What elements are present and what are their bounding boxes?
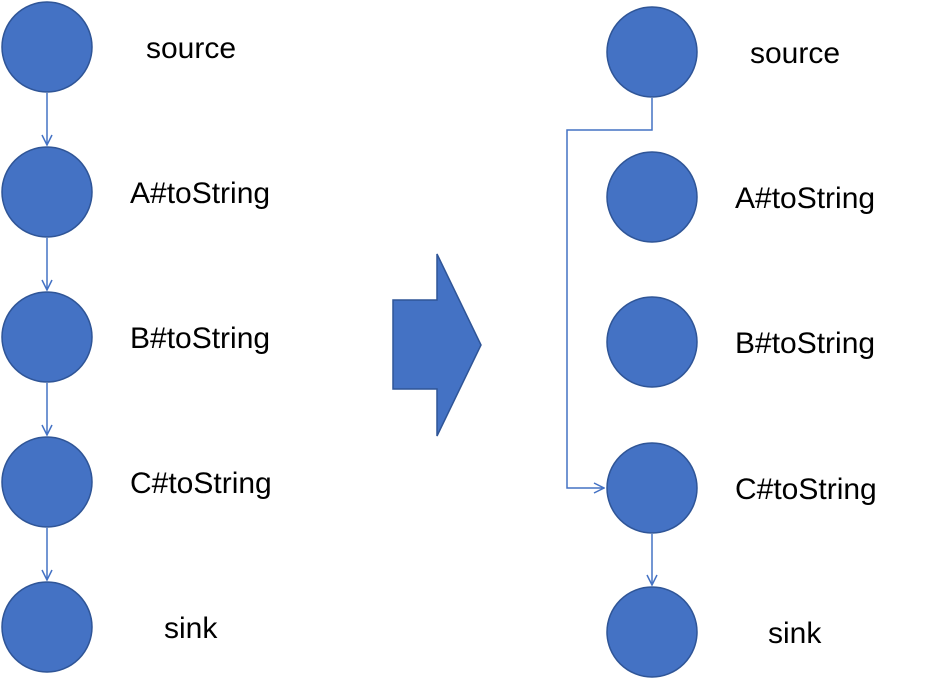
left-node-a xyxy=(1,146,93,238)
right-node-sink xyxy=(606,586,698,678)
right-edge-source-to-c xyxy=(566,98,653,488)
left-label-b: B#toString xyxy=(130,322,270,355)
right-label-sink: sink xyxy=(768,617,822,650)
right-node-b xyxy=(606,296,698,388)
right-arrow-icon xyxy=(392,253,482,437)
left-graph: source A#toString B#toString C#toString … xyxy=(1,1,272,673)
left-label-source: source xyxy=(146,32,236,65)
left-node-c xyxy=(1,436,93,528)
right-node-source xyxy=(606,6,698,98)
left-node-b xyxy=(1,291,93,383)
right-graph: source A#toString B#toString C#toString … xyxy=(566,6,877,678)
left-node-source xyxy=(1,1,93,93)
left-label-sink: sink xyxy=(164,612,218,645)
right-label-source: source xyxy=(750,37,840,70)
right-label-b: B#toString xyxy=(735,327,875,360)
left-node-sink xyxy=(1,581,93,673)
right-node-c xyxy=(606,442,698,534)
left-label-a: A#toString xyxy=(130,177,270,210)
right-label-a: A#toString xyxy=(735,182,875,215)
right-label-c: C#toString xyxy=(735,473,877,506)
left-label-c: C#toString xyxy=(130,467,272,500)
right-node-a xyxy=(606,151,698,243)
